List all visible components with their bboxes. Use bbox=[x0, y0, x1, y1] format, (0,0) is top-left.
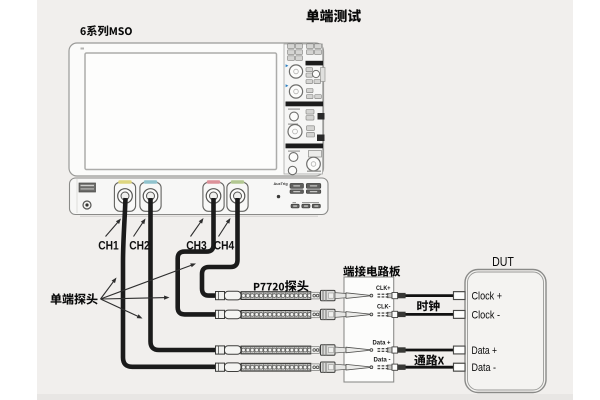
svg-text:Data +: Data + bbox=[373, 340, 391, 347]
svg-text:CH1: CH1 bbox=[98, 238, 119, 252]
svg-text:CH3: CH3 bbox=[186, 238, 207, 252]
svg-text:Data +: Data + bbox=[472, 345, 498, 357]
svg-text:AuxTrig: AuxTrig bbox=[274, 182, 289, 186]
svg-text:Data -: Data - bbox=[374, 357, 391, 364]
svg-text:Clock -: Clock - bbox=[472, 309, 501, 321]
svg-text:CH4: CH4 bbox=[214, 238, 235, 252]
svg-text:DUT: DUT bbox=[492, 255, 514, 269]
svg-text:CH2: CH2 bbox=[129, 238, 150, 252]
svg-text:Clock +: Clock + bbox=[472, 291, 503, 303]
svg-text:CLK-: CLK- bbox=[377, 304, 391, 311]
svg-text:Data -: Data - bbox=[472, 362, 497, 374]
svg-text:CLK+: CLK+ bbox=[376, 285, 391, 292]
